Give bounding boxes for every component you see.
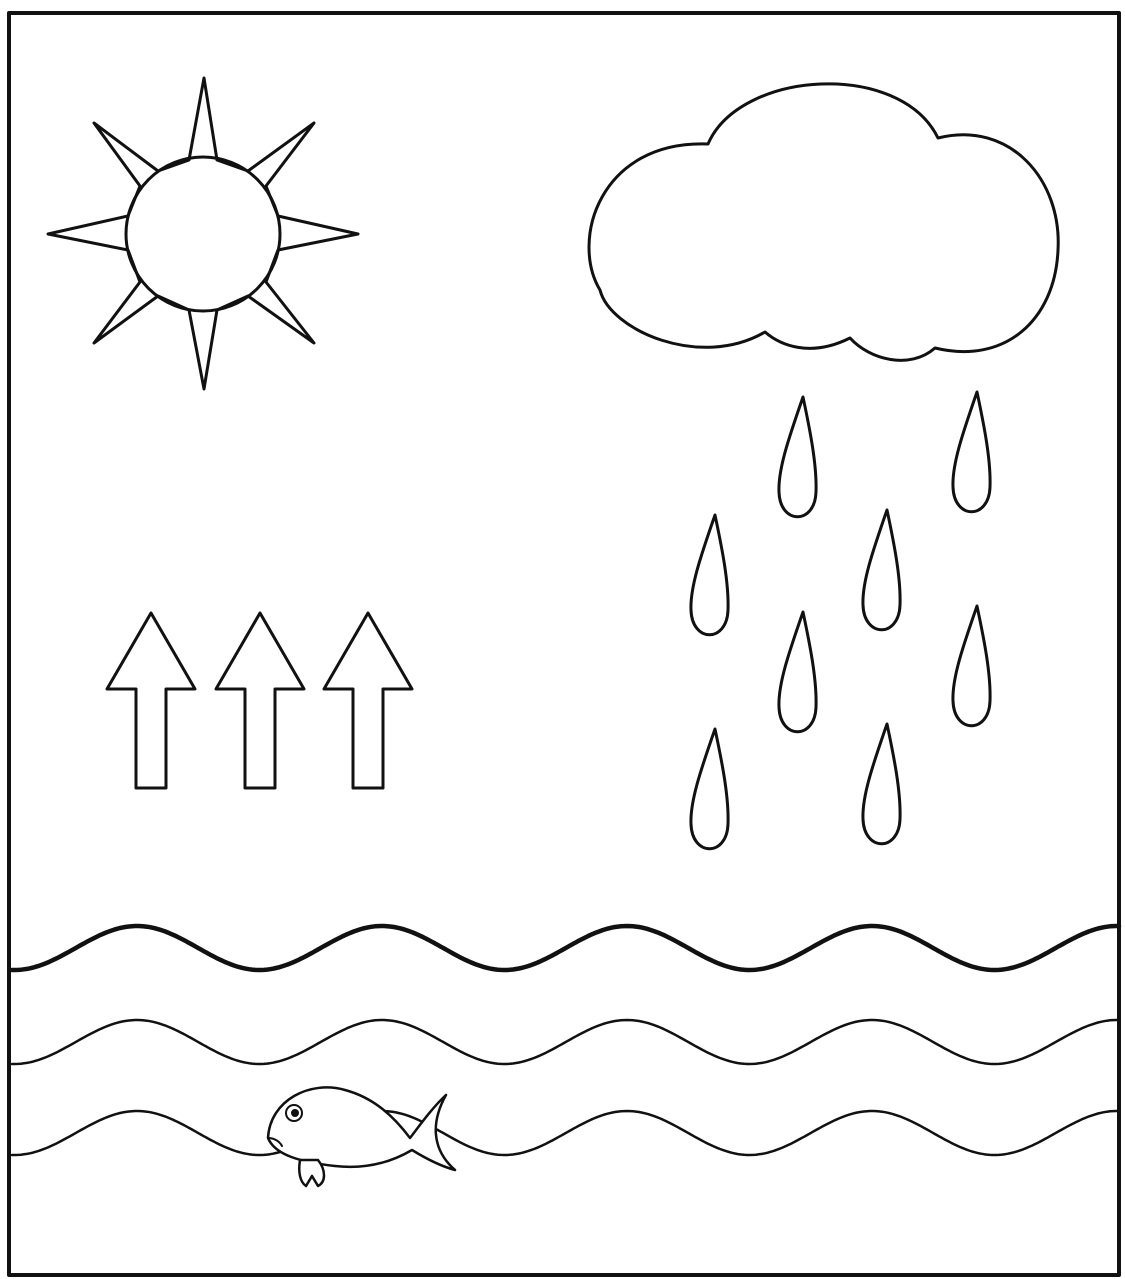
fish-body xyxy=(268,1087,455,1170)
up-arrow-icon xyxy=(324,613,412,788)
water-waves xyxy=(12,926,1119,1155)
sun-icon xyxy=(48,78,358,389)
cloud-icon xyxy=(589,84,1058,360)
fish-fin xyxy=(299,1160,324,1186)
raindrop-icon xyxy=(863,510,900,630)
raindrop-icon xyxy=(953,392,990,512)
wave-line xyxy=(12,1020,1119,1064)
raindrop-icon xyxy=(779,397,816,517)
wave-line xyxy=(12,926,1119,970)
sun-disc xyxy=(126,157,280,311)
up-arrow-icon xyxy=(107,613,195,788)
raindrop-icon xyxy=(691,729,728,849)
page-border xyxy=(9,13,1119,1275)
fish-pupil xyxy=(291,1109,299,1117)
wave-line xyxy=(12,1111,1119,1155)
raindrop-icon xyxy=(691,515,728,635)
rain-drops xyxy=(691,392,990,849)
raindrop-icon xyxy=(779,612,816,732)
up-arrow-icon xyxy=(216,613,304,788)
raindrop-icon xyxy=(953,606,990,726)
evaporation-arrows xyxy=(107,613,412,788)
fish-icon xyxy=(268,1087,455,1186)
raindrop-icon xyxy=(863,724,900,844)
